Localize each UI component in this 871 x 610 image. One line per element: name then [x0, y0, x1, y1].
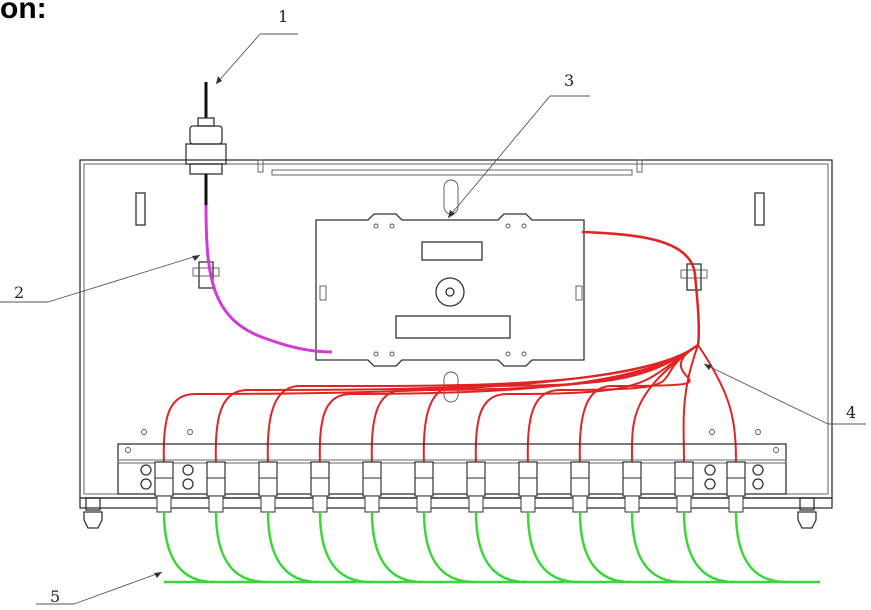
red-pigtail [526, 344, 699, 465]
adapter [310, 461, 330, 497]
cable-gland [185, 82, 227, 205]
callout-4: 4 [846, 403, 856, 422]
callout-1: 1 [278, 7, 288, 26]
adapter-panel [117, 429, 787, 495]
red-pigtail [422, 344, 699, 465]
adapter [466, 461, 486, 497]
feeder-cable [204, 204, 333, 354]
adapter-boot [572, 495, 588, 513]
green-cable [734, 511, 787, 584]
adapter [154, 461, 174, 497]
red-pigtail [318, 344, 699, 465]
adapter [570, 461, 590, 497]
red-pigtail [630, 344, 699, 465]
adapter-boot [520, 495, 536, 513]
section-heading: on: [0, 0, 47, 25]
red-pigtail [266, 344, 699, 465]
adapter-boot [312, 495, 328, 513]
adapter-boot [260, 495, 276, 513]
feet [83, 497, 817, 529]
green-cable [682, 511, 735, 584]
green-output-cables [162, 511, 820, 584]
red-pigtails [162, 230, 737, 465]
green-cable [630, 511, 683, 584]
splice-tray [315, 179, 585, 403]
green-cable [474, 511, 527, 584]
adapter-boot [156, 495, 172, 513]
red-pigtail [682, 344, 699, 465]
adapter [258, 461, 278, 497]
green-cable [266, 511, 319, 584]
adapter-boot [364, 495, 380, 513]
red-lead [581, 230, 701, 346]
red-pigtail [578, 344, 699, 465]
callout-3: 3 [564, 71, 574, 90]
adapters [154, 461, 746, 513]
callout-2: 2 [14, 283, 24, 302]
red-pigtail [370, 344, 699, 465]
adapter [206, 461, 226, 497]
adapter [362, 461, 382, 497]
adapter-boot [728, 495, 744, 513]
adapter [622, 461, 642, 497]
red-pigtail [214, 344, 699, 465]
green-cable [162, 511, 215, 584]
callout-5: 5 [50, 587, 60, 606]
green-cable [318, 511, 371, 584]
adapter-boot [624, 495, 640, 513]
green-cable [214, 511, 267, 584]
adapter-boot [676, 495, 692, 513]
leader-lines [0, 33, 866, 605]
adapter [414, 461, 434, 497]
adapter [674, 461, 694, 497]
green-cable [422, 511, 475, 584]
red-pigtail [474, 344, 699, 465]
screws-right [704, 464, 764, 490]
red-pigtail [697, 344, 737, 465]
adapter-boot [208, 495, 224, 513]
green-cable [526, 511, 579, 584]
green-cable [578, 511, 631, 584]
green-cable [370, 511, 423, 584]
adapter-boot [416, 495, 432, 513]
cable-clips [192, 261, 708, 291]
adapter [726, 461, 746, 497]
adapter [518, 461, 538, 497]
screws-left [140, 464, 194, 490]
adapter-boot [468, 495, 484, 513]
